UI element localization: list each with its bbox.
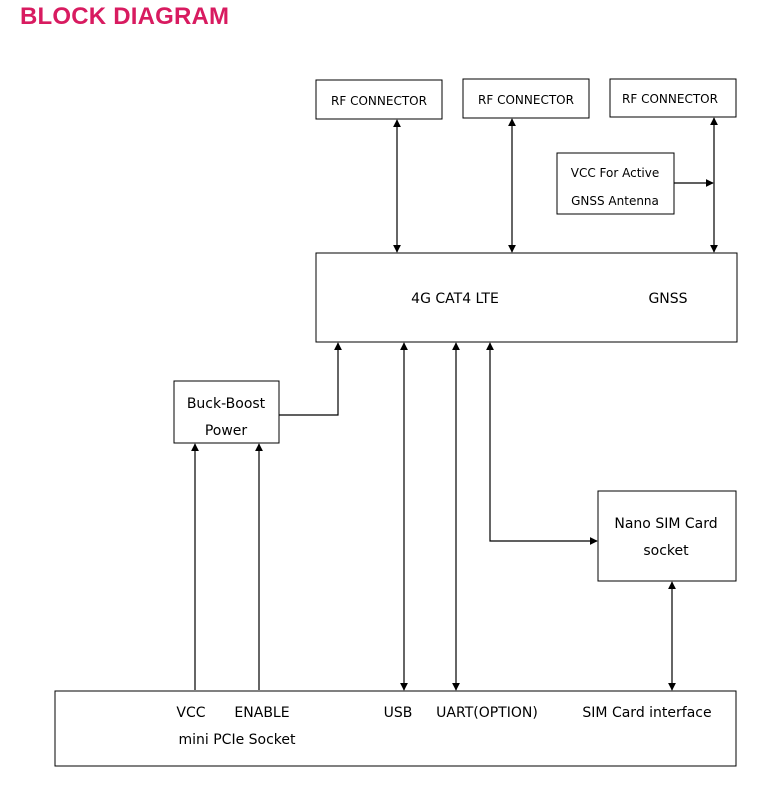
rf-connector-3-label: RF CONNECTOR: [622, 92, 718, 106]
enable-pin-label: ENABLE: [234, 705, 289, 721]
nano-sim-line2: socket: [643, 543, 689, 559]
vcc-antenna-line2: GNSS Antenna: [571, 194, 659, 208]
rf-connector-1-block: RF CONNECTOR: [315, 79, 443, 120]
usb-pin-label: USB: [384, 705, 413, 721]
uart-pin-label: UART(OPTION): [436, 705, 538, 721]
module-to-nano-sim-arrow: [486, 342, 598, 545]
gnss-label: GNSS: [648, 291, 687, 307]
page-title: BLOCK DIAGRAM: [20, 3, 230, 30]
nano-sim-block: Nano SIM Card socket: [597, 490, 737, 582]
rf-connector-2-label: RF CONNECTOR: [478, 93, 574, 107]
vcc-antenna-block: VCC For Active GNSS Antenna: [556, 152, 675, 215]
rf-connector-1-label: RF CONNECTOR: [331, 94, 427, 108]
lte-module-block: 4G CAT4 LTE GNSS: [315, 252, 738, 343]
buck-boost-block: Buck-Boost Power: [173, 380, 280, 444]
mini-pcie-name-label: mini PCIe Socket: [178, 732, 296, 748]
sim-interface-label: SIM Card interface: [582, 705, 711, 721]
vcc-pin-label: VCC: [176, 705, 205, 721]
lte-label: 4G CAT4 LTE: [411, 291, 499, 307]
vcc-antenna-line1: VCC For Active: [571, 166, 659, 180]
buck-boost-line1: Buck-Boost: [187, 396, 266, 412]
nano-sim-line1: Nano SIM Card: [614, 516, 717, 532]
rf-connector-2-block: RF CONNECTOR: [462, 78, 590, 119]
buck-boost-line2: Power: [205, 423, 248, 439]
buck-boost-to-module-arrow: [279, 342, 342, 416]
mini-pcie-block: VCC ENABLE USB UART(OPTION) SIM Card int…: [54, 690, 737, 767]
rf-connector-3-block: RF CONNECTOR: [609, 78, 737, 118]
